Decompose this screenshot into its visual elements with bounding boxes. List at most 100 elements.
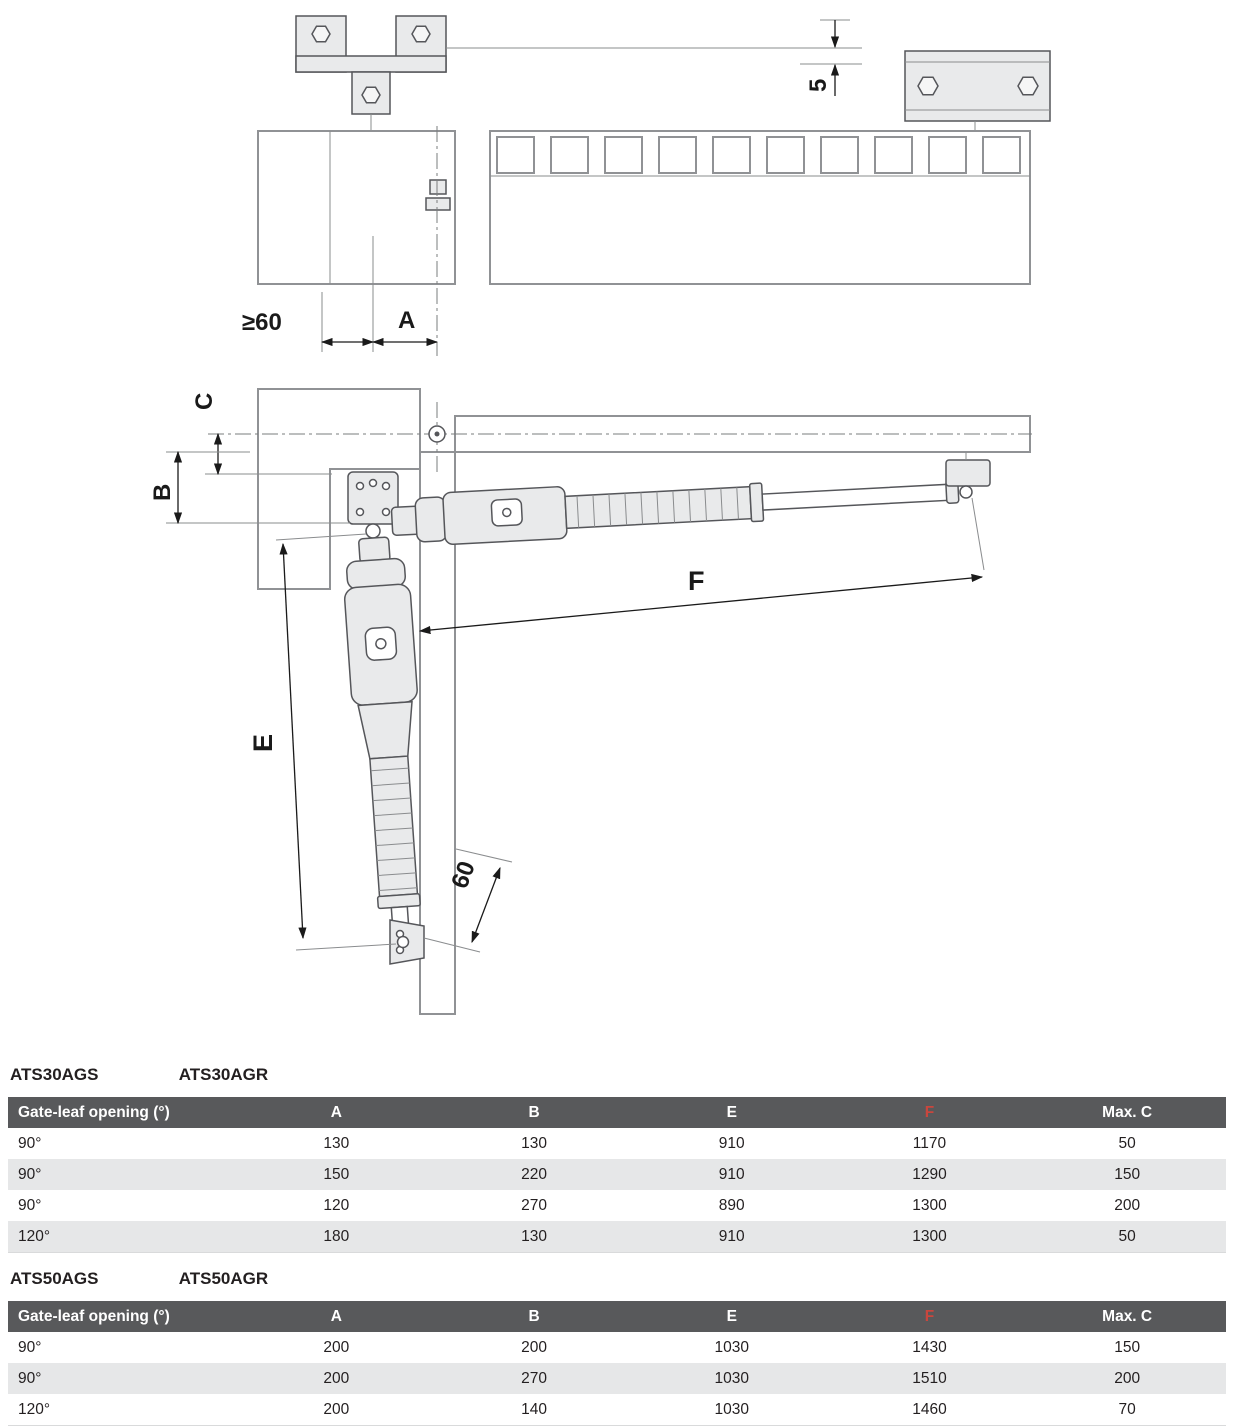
dim-label-c: C bbox=[191, 393, 218, 410]
table-header-row: Gate-leaf opening (°) A B E F Max. C bbox=[8, 1097, 1226, 1128]
dim-label-e: E bbox=[248, 734, 278, 752]
column-header-b: B bbox=[435, 1301, 633, 1332]
hinge-pivot-top-view bbox=[428, 425, 446, 443]
cell-a: 200 bbox=[323, 1338, 350, 1356]
column-header-max-c: Max. C bbox=[1028, 1301, 1226, 1332]
hinge-hardware-front bbox=[425, 179, 451, 211]
dimension-c: C bbox=[191, 393, 332, 476]
table-section-ats50: ATS50AGS ATS50AGR Gate-leaf opening (°) … bbox=[8, 1269, 1226, 1426]
cell-e: 1030 bbox=[714, 1400, 749, 1418]
hex-bolt-icon bbox=[361, 86, 381, 104]
front-bracket-open bbox=[389, 919, 425, 965]
table-row: 90° 200 270 1030 1510 200 bbox=[8, 1363, 1226, 1394]
table-row: 90° 200 200 1030 1430 150 bbox=[8, 1332, 1226, 1363]
cell-max-c: 150 bbox=[1114, 1338, 1141, 1356]
rear-bracket-top-view bbox=[347, 471, 399, 539]
cell-f: 1300 bbox=[912, 1227, 947, 1245]
dimension-table-ats50: Gate-leaf opening (°) A B E F Max. C 90°… bbox=[8, 1301, 1226, 1426]
dim-label-b: B bbox=[149, 484, 176, 501]
dimension-a: A bbox=[371, 307, 439, 347]
cell-opening: 90° bbox=[18, 1134, 42, 1152]
model-name-ats50agr: ATS50AGR bbox=[178, 1269, 269, 1288]
dimension-f: F bbox=[418, 497, 985, 635]
column-header-max-c: Max. C bbox=[1028, 1097, 1226, 1128]
cell-a: 180 bbox=[323, 1227, 350, 1245]
model-name-ats30agr: ATS30AGR bbox=[178, 1065, 269, 1084]
cell-e: 910 bbox=[718, 1165, 745, 1183]
cell-max-c: 70 bbox=[1118, 1400, 1136, 1418]
cell-opening: 90° bbox=[18, 1165, 42, 1183]
cell-f: 1430 bbox=[912, 1338, 947, 1356]
cell-b: 130 bbox=[521, 1227, 547, 1245]
hex-bolt-icon bbox=[411, 25, 431, 43]
pillar-front-view bbox=[257, 130, 456, 285]
cell-a: 150 bbox=[323, 1165, 350, 1183]
gate-bracket-front-view bbox=[295, 15, 447, 115]
dim-label-a: A bbox=[398, 307, 415, 334]
cell-opening: 120° bbox=[18, 1400, 51, 1418]
wall-plate-front-view bbox=[904, 50, 1051, 122]
cell-a: 130 bbox=[323, 1134, 350, 1152]
model-titles-ats50: ATS50AGS ATS50AGR bbox=[10, 1269, 1226, 1289]
cell-f: 1290 bbox=[912, 1165, 947, 1183]
cell-max-c: 50 bbox=[1118, 1227, 1136, 1245]
cell-opening: 90° bbox=[18, 1369, 42, 1387]
table-row: 90° 150 220 910 1290 150 bbox=[8, 1159, 1226, 1190]
dimension-table-ats30: Gate-leaf opening (°) A B E F Max. C 90°… bbox=[8, 1097, 1226, 1253]
gate-leaf-open-top-view bbox=[419, 451, 456, 1015]
column-header-opening: Gate-leaf opening (°) bbox=[8, 1301, 238, 1332]
column-header-f: F bbox=[830, 1301, 1029, 1332]
cell-e: 890 bbox=[718, 1196, 745, 1214]
column-header-a: A bbox=[237, 1097, 436, 1128]
dim-label-ge60: ≥60 bbox=[242, 309, 282, 336]
dim-label-5: 5 bbox=[805, 79, 832, 92]
cell-opening: 120° bbox=[18, 1227, 51, 1245]
column-header-f: F bbox=[830, 1097, 1029, 1128]
cell-b: 200 bbox=[521, 1338, 547, 1356]
hex-bolt-icon bbox=[917, 76, 939, 96]
dimension-ge60: ≥60 bbox=[242, 309, 375, 347]
cell-max-c: 200 bbox=[1114, 1369, 1141, 1387]
cell-e: 910 bbox=[718, 1134, 745, 1152]
dimension-e: E bbox=[248, 533, 397, 951]
model-name-ats50ags: ATS50AGS bbox=[10, 1269, 99, 1288]
table-row: 90° 130 130 910 1170 50 bbox=[8, 1128, 1226, 1159]
table-section-ats30: ATS30AGS ATS30AGR Gate-leaf opening (°) … bbox=[8, 1065, 1226, 1253]
column-header-e: E bbox=[632, 1301, 831, 1332]
cell-a: 200 bbox=[323, 1400, 350, 1418]
hex-bolt-icon bbox=[311, 25, 331, 43]
table-row: 90° 120 270 890 1300 200 bbox=[8, 1190, 1226, 1221]
technical-drawing: 5 bbox=[149, 15, 1051, 1015]
cell-b: 270 bbox=[521, 1369, 547, 1387]
column-header-e: E bbox=[632, 1097, 831, 1128]
cell-b: 130 bbox=[521, 1134, 547, 1152]
cell-b: 140 bbox=[521, 1400, 547, 1418]
cell-e: 1030 bbox=[714, 1369, 749, 1387]
cell-b: 270 bbox=[521, 1196, 547, 1214]
cell-opening: 90° bbox=[18, 1196, 42, 1214]
cell-max-c: 50 bbox=[1118, 1134, 1136, 1152]
table-row: 120° 180 130 910 1300 50 bbox=[8, 1221, 1226, 1253]
table-header-row: Gate-leaf opening (°) A B E F Max. C bbox=[8, 1301, 1226, 1332]
dim-label-f: F bbox=[688, 566, 705, 596]
dimension-5: 5 bbox=[805, 19, 850, 96]
column-header-a: A bbox=[237, 1301, 436, 1332]
cell-f: 1300 bbox=[912, 1196, 947, 1214]
cell-max-c: 200 bbox=[1114, 1196, 1141, 1214]
column-header-b: B bbox=[435, 1097, 633, 1128]
front-bracket-closed bbox=[945, 452, 991, 499]
cell-a: 200 bbox=[323, 1369, 350, 1387]
table-row: 120° 200 140 1030 1460 70 bbox=[8, 1394, 1226, 1426]
hex-bolt-icon bbox=[1017, 76, 1039, 96]
cell-a: 120 bbox=[323, 1196, 350, 1214]
cell-f: 1170 bbox=[912, 1134, 947, 1152]
column-header-opening: Gate-leaf opening (°) bbox=[8, 1097, 238, 1128]
actuator-closed-position bbox=[390, 480, 960, 546]
cell-f: 1460 bbox=[912, 1400, 947, 1418]
dimension-b: B bbox=[149, 450, 350, 525]
cell-max-c: 150 bbox=[1114, 1165, 1141, 1183]
cell-opening: 90° bbox=[18, 1338, 42, 1356]
gate-leaf-front-view bbox=[489, 130, 1031, 285]
cell-e: 1030 bbox=[714, 1338, 749, 1356]
cell-e: 910 bbox=[718, 1227, 745, 1245]
